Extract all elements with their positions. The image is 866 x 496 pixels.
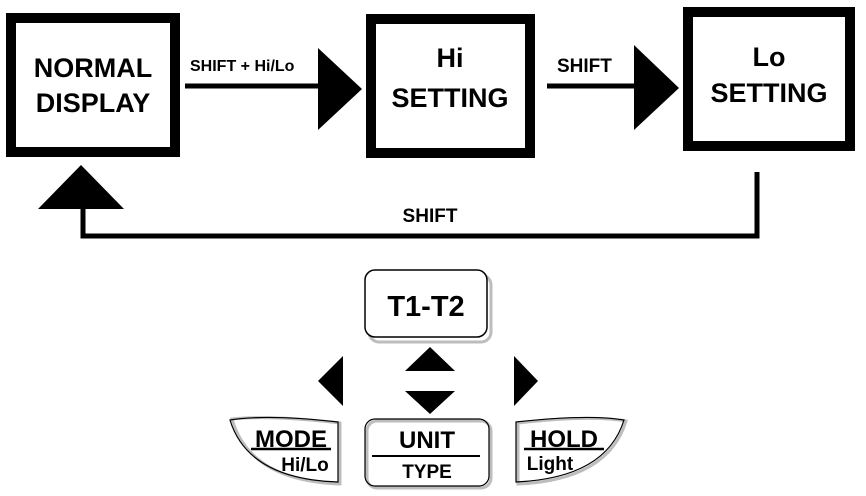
arrow-head-right-icon	[634, 45, 679, 130]
light-button-label: Light	[527, 454, 574, 475]
arrow-head-right-icon	[318, 48, 362, 130]
arrow-normal-to-hi: SHIFT + Hi/Lo	[185, 48, 362, 130]
down-arrow-icon[interactable]	[405, 391, 455, 414]
arrow-normal-to-hi-label: SHIFT + Hi/Lo	[190, 58, 295, 75]
t1-t2-button[interactable]: T1-T2	[364, 269, 493, 344]
hi-setting-label-line2: SETTING	[391, 83, 508, 113]
hi-setting-box: Hi SETTING	[366, 14, 535, 158]
lo-setting-label-line1: Lo	[753, 42, 786, 72]
arrow-lo-to-normal: SHIFT	[38, 165, 760, 239]
arrow-lo-to-normal-label: SHIFT	[403, 206, 458, 227]
mode-hi-lo-button[interactable]: MODE Hi/Lo	[229, 416, 342, 486]
type-button-label: TYPE	[402, 462, 452, 483]
normal-display-box: NORMAL DISPLAY	[6, 13, 180, 157]
arrow-head-up-icon	[38, 165, 124, 209]
unit-button-label: UNIT	[399, 427, 455, 454]
lo-setting-box: Lo SETTING	[683, 7, 855, 151]
hold-light-button[interactable]: HOLD Light	[515, 416, 628, 486]
t1-t2-button-label: T1-T2	[387, 291, 464, 323]
arrow-hi-to-lo-label: SHIFT	[557, 56, 612, 77]
hi-setting-label-line1: Hi	[437, 43, 464, 73]
lo-setting-label-line2: SETTING	[710, 78, 827, 108]
arrow-hi-to-lo: SHIFT	[547, 45, 679, 130]
unit-type-button[interactable]: UNIT TYPE	[364, 418, 493, 490]
left-arrow-icon[interactable]	[318, 356, 343, 406]
normal-display-label-line1: NORMAL	[34, 53, 152, 83]
normal-display-label-line2: DISPLAY	[36, 88, 151, 118]
hi-lo-button-label: Hi/Lo	[281, 455, 329, 476]
right-arrow-icon[interactable]	[514, 356, 538, 406]
up-arrow-icon[interactable]	[405, 347, 455, 371]
